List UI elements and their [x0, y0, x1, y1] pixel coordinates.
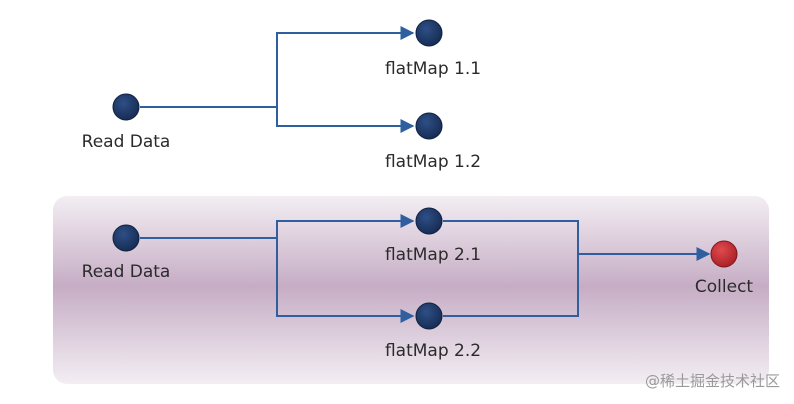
- watermark-text: @稀土掘金技术社区: [645, 372, 780, 390]
- label-read-data-2: Read Data: [82, 262, 171, 282]
- edge-2-to-flatmap-2-2: [276, 238, 415, 323]
- label-flatmap-2-1: flatMap 2.1: [385, 245, 481, 265]
- label-read-data-1: Read Data: [82, 132, 171, 152]
- node-flatmap-2-1: [415, 207, 443, 235]
- node-read-data-1: [112, 93, 140, 121]
- label-collect: Collect: [695, 277, 754, 297]
- edge-1-to-flatmap-1-2: [276, 107, 415, 133]
- node-flatmap-2-2: [415, 302, 443, 330]
- edge-flatmap-2-1-to-merge: [443, 220, 579, 317]
- label-flatmap-1-1: flatMap 1.1: [385, 59, 481, 79]
- label-flatmap-2-2: flatMap 2.2: [385, 341, 481, 361]
- pipeline-2: Read Data flatMap 2.1 flatMap 2.2 Collec…: [82, 207, 754, 361]
- pipeline-2-highlight-band: [53, 196, 769, 384]
- edge-1-to-flatmap-1-1: [276, 26, 415, 107]
- label-flatmap-1-2: flatMap 1.2: [385, 152, 481, 172]
- pipeline-1: Read Data flatMap 1.1 flatMap 1.2: [82, 19, 481, 172]
- node-flatmap-1-1: [415, 19, 443, 47]
- node-read-data-2: [112, 224, 140, 252]
- node-flatmap-1-2: [415, 112, 443, 140]
- edge-2-to-flatmap-2-1: [276, 214, 415, 238]
- node-collect: [710, 240, 738, 268]
